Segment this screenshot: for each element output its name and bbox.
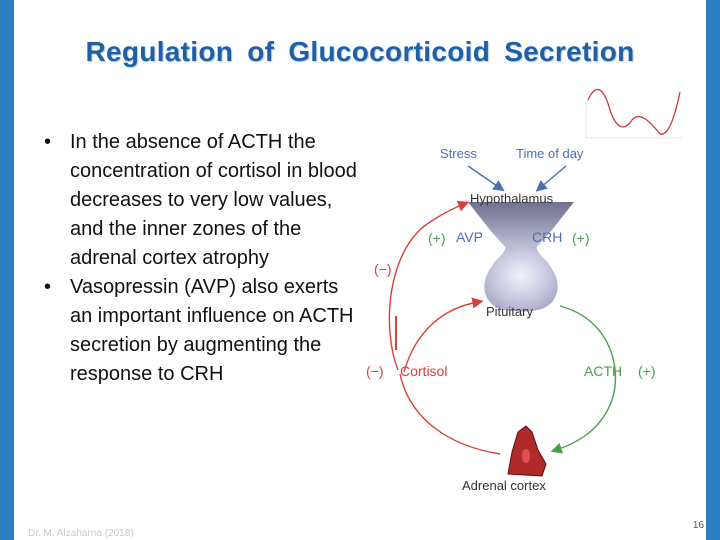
slide-title: Regulation of Glucocorticoid Secretion bbox=[85, 36, 635, 67]
cortisol-feedback-pituitary bbox=[403, 297, 484, 373]
hypothalamus-shape bbox=[468, 202, 574, 248]
bullet-text: Vasopressin (AVP) also exerts an importa… bbox=[70, 276, 354, 385]
circadian-curve-inset bbox=[585, 88, 682, 139]
minus-upper-label: (−) bbox=[374, 261, 392, 277]
pituitary-shape bbox=[484, 246, 558, 312]
right-accent-bar bbox=[706, 0, 720, 540]
bullet-item: • Vasopressin (AVP) also exerts an impor… bbox=[28, 273, 358, 389]
adrenal-cortex-shape bbox=[507, 425, 547, 477]
acth-arrow bbox=[550, 305, 617, 454]
footer-credit: Dr. M. Alzaharna (2018) bbox=[28, 528, 134, 539]
stress-arrow bbox=[467, 165, 505, 192]
bullet-text: In the absence of ACTH the concentration… bbox=[70, 131, 357, 269]
avp-label: AVP bbox=[456, 229, 483, 245]
hypothalamus-label: Hypothalamus bbox=[470, 191, 554, 206]
left-accent-bar bbox=[0, 0, 14, 540]
cortisol-feedback-hypothalamus bbox=[388, 200, 470, 371]
plus-left-label: (+) bbox=[428, 230, 446, 246]
cortisol-output-curve bbox=[399, 373, 501, 455]
bullet-item: • In the absence of ACTH the concentrati… bbox=[28, 128, 358, 273]
page-number: 16 bbox=[692, 520, 704, 531]
hpa-axis-diagram: Stress Time of day Hypothalamus (+) AVP … bbox=[366, 88, 682, 493]
bullet-marker: • bbox=[44, 131, 52, 153]
crh-label: CRH bbox=[532, 229, 562, 245]
stress-label: Stress bbox=[440, 146, 477, 161]
time-of-day-arrow bbox=[535, 165, 567, 192]
acth-plus-label: (+) bbox=[638, 363, 656, 379]
bullet-marker: • bbox=[44, 276, 52, 298]
pituitary-label: Pituitary bbox=[486, 304, 533, 319]
acth-label: ACTH bbox=[584, 363, 622, 379]
time-of-day-label: Time of day bbox=[516, 146, 584, 161]
minus-lower-label: (−) bbox=[366, 363, 384, 379]
plus-right-label: (+) bbox=[572, 230, 590, 246]
adrenal-cortex-label: Adrenal cortex bbox=[462, 478, 546, 493]
cortisol-label: Cortisol bbox=[400, 363, 447, 379]
bullet-list: • In the absence of ACTH the concentrati… bbox=[28, 128, 358, 389]
